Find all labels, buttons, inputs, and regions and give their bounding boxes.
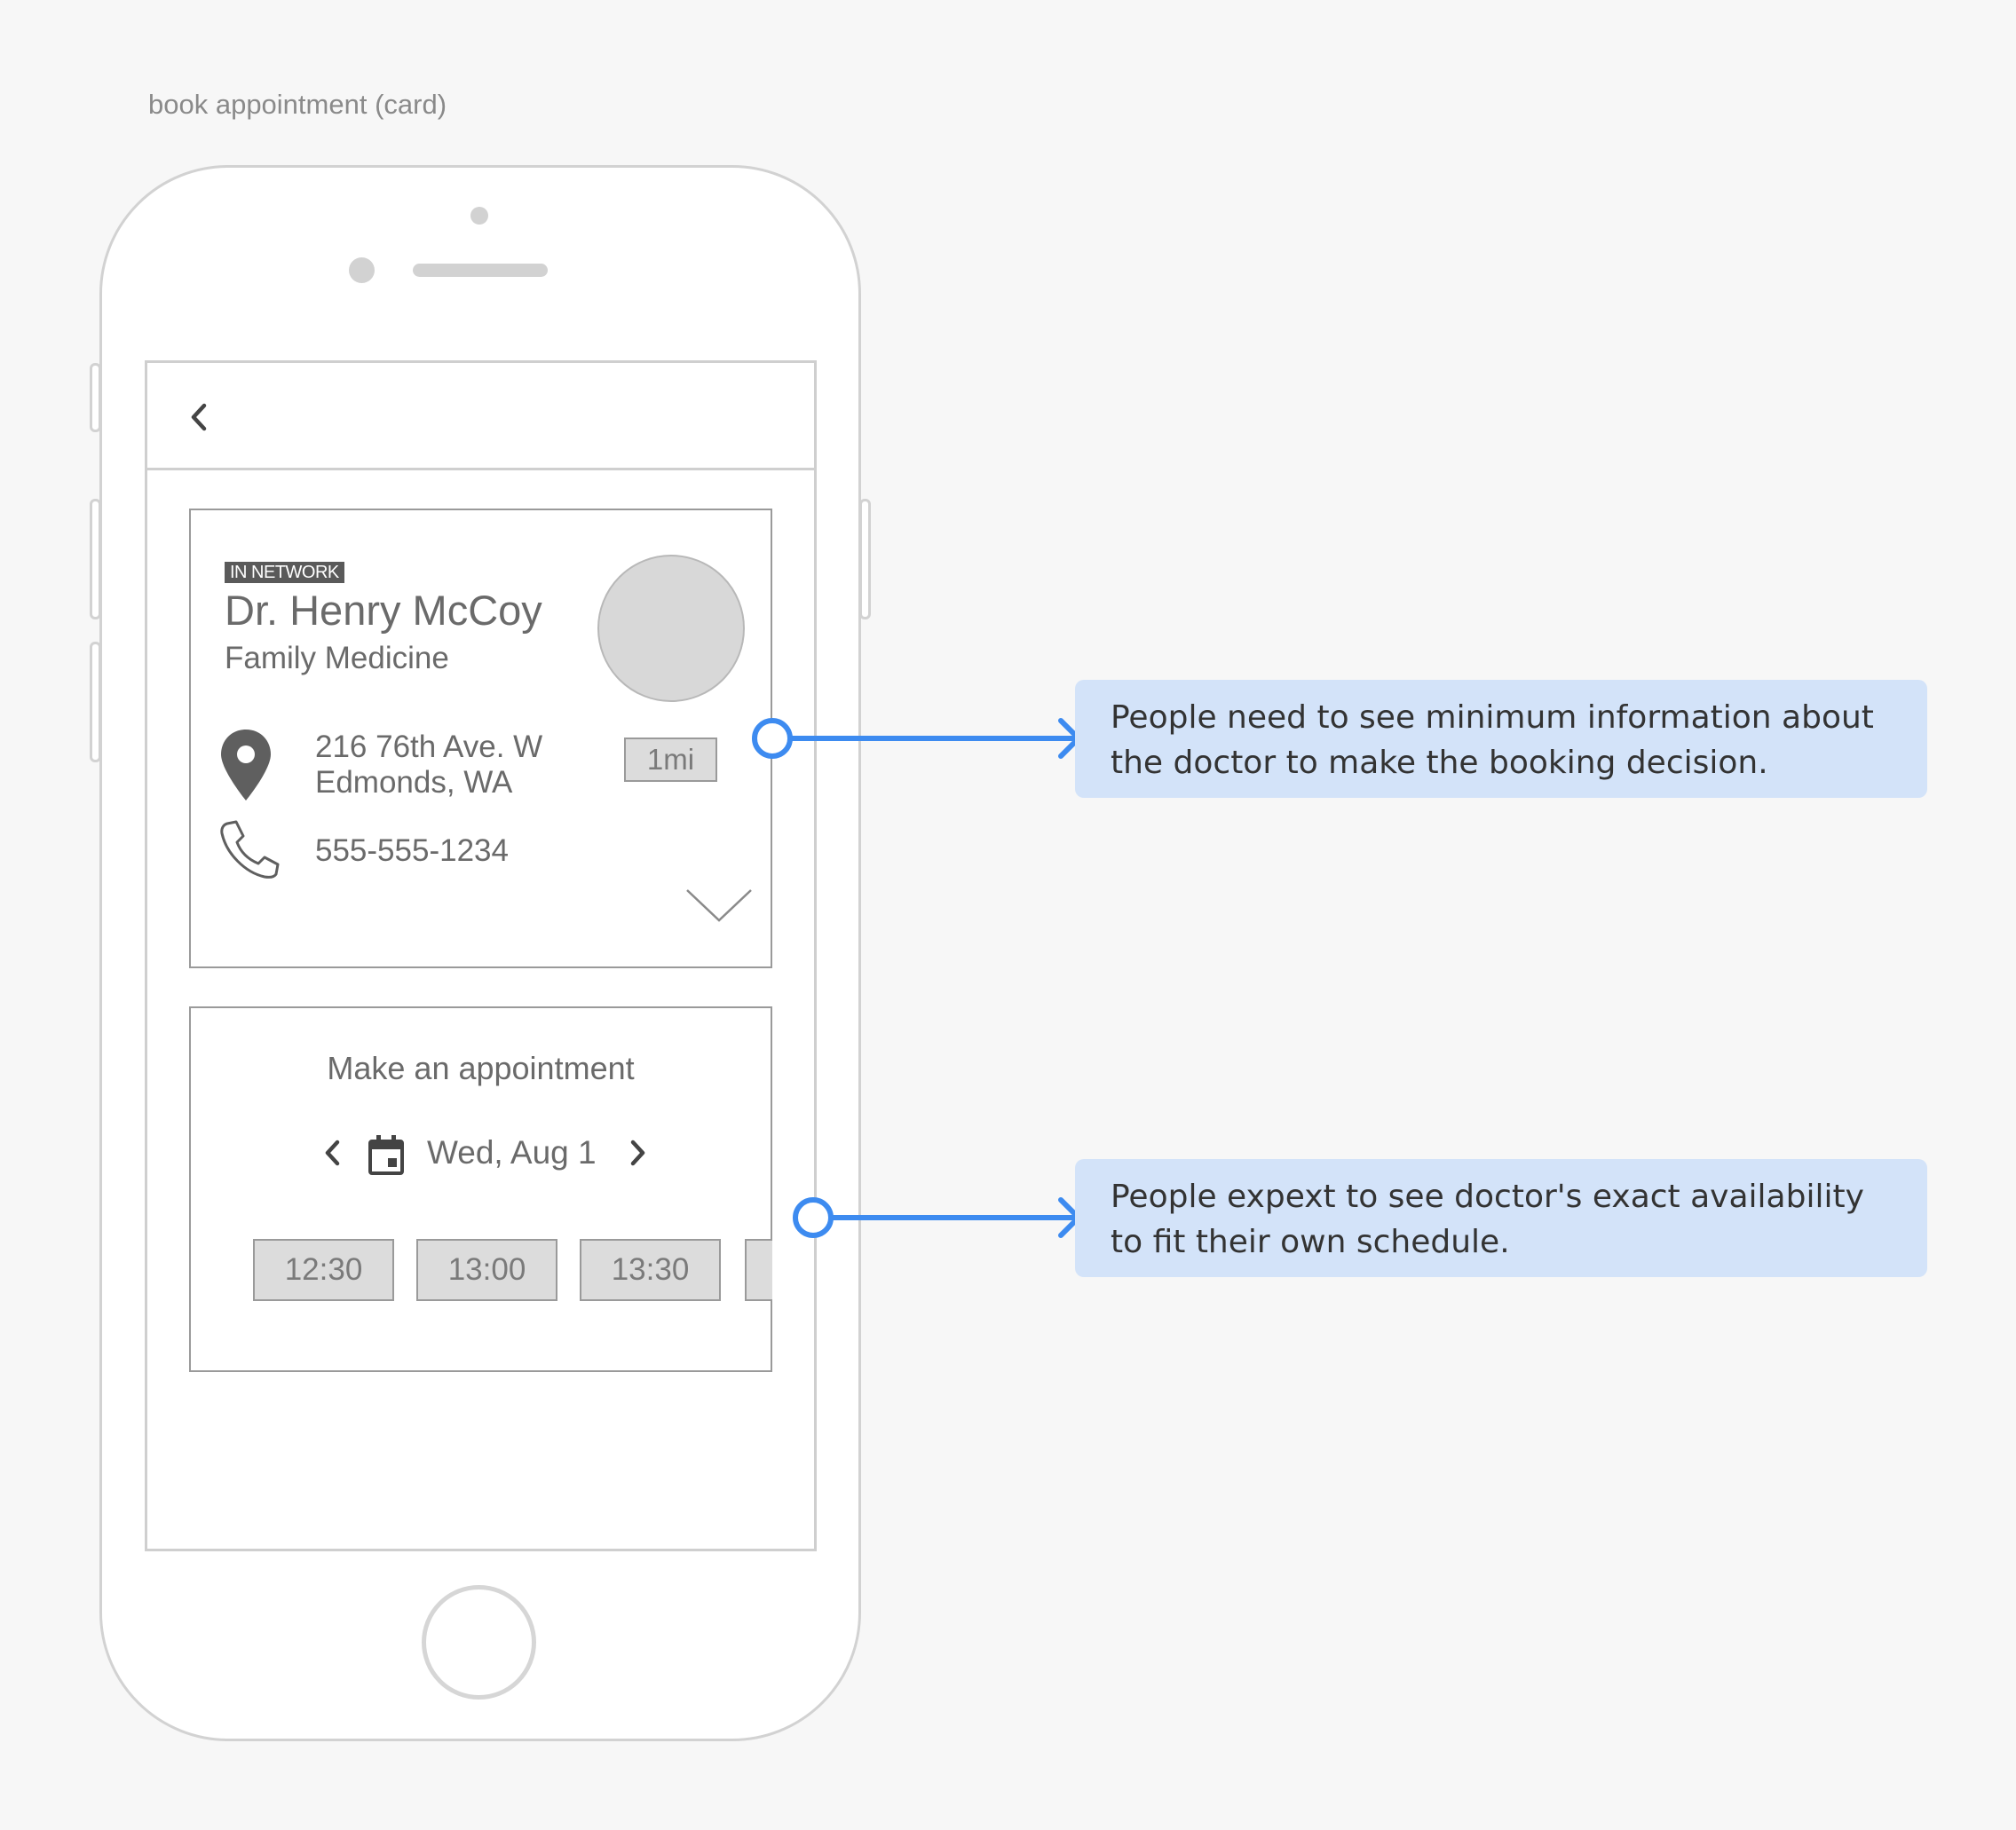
annotation-note-doctor-info: People need to see minimum information a… (1075, 680, 1927, 798)
appointment-title: Make an appointment (327, 1050, 635, 1086)
chevron-down-icon (686, 889, 752, 922)
annotation-connector-2 (793, 1197, 1081, 1238)
expand-card-button[interactable] (684, 883, 755, 927)
phone-side-button-volume-up (90, 499, 101, 619)
annotation-connector-1 (752, 718, 1081, 759)
phone-icon (218, 820, 281, 879)
phone-side-button-mute (90, 363, 101, 432)
doctor-specialty: Family Medicine (225, 641, 449, 675)
doctor-avatar (597, 555, 745, 702)
previous-date-button[interactable] (318, 1133, 348, 1172)
location-pin-icon (218, 728, 273, 802)
time-slot-button[interactable]: 13:30 (580, 1239, 721, 1301)
appointment-card (189, 1006, 772, 1372)
time-slot-button[interactable]: 13:00 (416, 1239, 557, 1301)
phone-number[interactable]: 555-555-1234 (315, 833, 509, 868)
frame-title: book appointment (card) (148, 89, 447, 120)
selected-date: Wed, Aug 1 (427, 1134, 597, 1171)
in-network-badge: IN NETWORK (225, 562, 344, 583)
back-button[interactable] (182, 395, 217, 439)
phone-side-button-power (859, 499, 871, 619)
next-date-button[interactable] (622, 1133, 652, 1172)
home-button[interactable] (422, 1585, 536, 1700)
phone-speaker (413, 264, 548, 277)
annotation-note-availability: People expext to see doctor's exact avai… (1075, 1159, 1927, 1277)
time-slot-button-partial[interactable] (745, 1239, 772, 1301)
time-slot-button[interactable]: 12:30 (253, 1239, 394, 1301)
chevron-left-icon (325, 1140, 340, 1166)
chevron-right-icon (630, 1140, 645, 1166)
distance-badge: 1mi (624, 738, 717, 782)
address-line-2: Edmonds, WA (315, 765, 513, 800)
address-line-1: 216 76th Ave. W (315, 730, 543, 764)
phone-camera (349, 257, 375, 283)
chevron-left-icon (191, 403, 207, 431)
phone-sensor (470, 207, 488, 225)
phone-side-button-volume-down (90, 642, 101, 762)
calendar-icon (367, 1133, 406, 1176)
doctor-name: Dr. Henry McCoy (225, 587, 542, 634)
nav-bar (145, 360, 817, 470)
